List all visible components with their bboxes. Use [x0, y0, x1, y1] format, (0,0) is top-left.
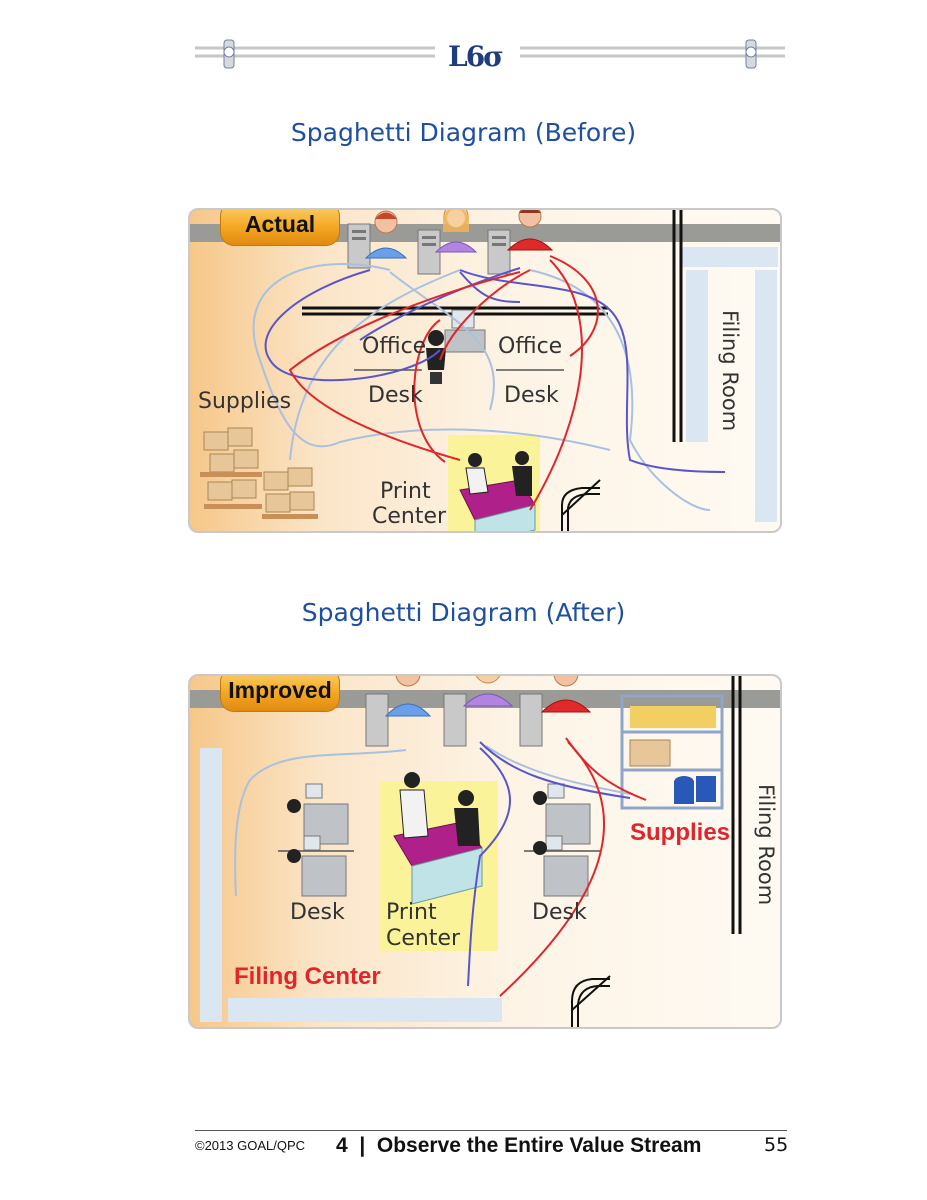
- filing-shelf-vertical: [200, 748, 222, 1022]
- header-ornament: [195, 39, 785, 69]
- right-knob-icon: [745, 39, 757, 69]
- desk-workers-icon: [287, 791, 547, 863]
- after-diagram-art: [234, 676, 742, 1027]
- door-icon: [561, 479, 601, 531]
- footer-chapter: 4 | Observe the Entire Value Stream: [336, 1134, 702, 1157]
- filing-shelf-outer: [755, 270, 777, 522]
- workstation-purple-icon: [443, 676, 514, 747]
- desk-cluster-right-icon: [543, 783, 591, 897]
- desk-cluster-left-icon: [301, 783, 349, 897]
- label-supplies: Supplies: [630, 819, 731, 846]
- badge-actual: Actual: [220, 210, 340, 246]
- label-print-line1: Print: [380, 479, 431, 504]
- after-floorplan: Improved Desk Print Center Desk Supplies…: [188, 674, 782, 1029]
- path-purple: [264, 267, 726, 473]
- label-supplies: Supplies: [198, 389, 292, 414]
- logo: L6σ: [448, 40, 504, 73]
- desk-worker-icon: [426, 309, 486, 384]
- door-icon: [571, 975, 611, 1027]
- before-floorplan: Actual Office Desk Office Desk Supplies …: [188, 208, 782, 533]
- label-filing-room: Filing Room: [718, 310, 742, 432]
- path-red: [288, 255, 599, 511]
- before-diagram-art: [200, 210, 726, 531]
- path-lightblue: [234, 745, 631, 897]
- workstation-purple-icon: [417, 210, 478, 275]
- path-purple: [467, 741, 631, 987]
- label-desk-right: Desk: [532, 900, 587, 925]
- footer-copyright: ©2013 GOAL/QPC: [195, 1138, 306, 1153]
- page-number: 55: [764, 1134, 789, 1156]
- filing-shelf-inner: [686, 270, 708, 442]
- filing-shelf-horizontal: [228, 998, 502, 1022]
- label-desk-left: Desk: [290, 900, 345, 925]
- path-red: [499, 737, 647, 997]
- workstation-blue-icon: [347, 210, 408, 269]
- label-desk-right: Desk: [504, 383, 559, 408]
- left-knob-icon: [223, 39, 235, 69]
- filing-shelf-top: [680, 247, 778, 267]
- after-title: Spaghetti Diagram (After): [301, 598, 626, 627]
- workstation-red-icon: [519, 676, 592, 747]
- label-filing-center: Filing Center: [234, 963, 381, 990]
- label-print-line2: Center: [386, 926, 461, 951]
- workstation-red-icon: [487, 210, 554, 275]
- workstation-blue-icon: [365, 676, 432, 747]
- label-print-line2: Center: [372, 504, 447, 529]
- supplies-boxes-icon: [200, 427, 318, 519]
- print-center-people-icon: [459, 451, 536, 531]
- label-desk-left: Desk: [368, 383, 423, 408]
- label-office-right: Office: [498, 334, 563, 359]
- label-filing-room: Filing Room: [754, 784, 778, 906]
- label-print-line1: Print: [386, 900, 437, 925]
- before-title: Spaghetti Diagram (Before): [290, 118, 637, 147]
- footer-rule: [195, 1130, 787, 1131]
- badge-improved: Improved: [220, 676, 340, 712]
- label-office-left: Office: [362, 334, 427, 359]
- supply-rack-icon: [620, 694, 724, 810]
- print-center-people-icon: [393, 772, 483, 905]
